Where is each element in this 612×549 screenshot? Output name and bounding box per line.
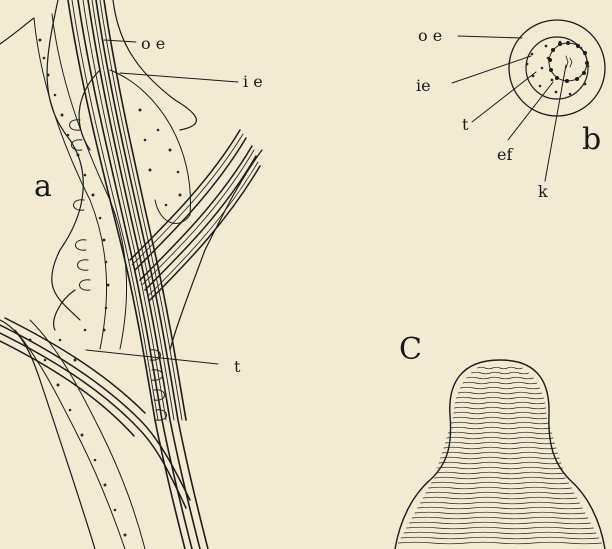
panel-b-label-t: t — [462, 115, 469, 134]
panel-c-fibre — [454, 412, 546, 414]
panel-b-label-ie: ie — [416, 76, 431, 95]
panel-a-drawing — [0, 0, 262, 549]
panel-c-fibre — [415, 512, 585, 514]
panel-b-label-oe: o e — [418, 26, 442, 45]
panel-c-fibre — [478, 367, 523, 369]
panel-c-fibre — [420, 502, 579, 504]
panel-c-fibre — [454, 407, 545, 409]
panel-c-fibre — [453, 417, 547, 419]
panel-b-label-ef: ef — [497, 145, 513, 164]
panel-b-letter: b — [582, 122, 601, 157]
panel-c-fibre — [460, 387, 539, 389]
panel-c-fibre — [404, 532, 596, 534]
panel-c-fibre — [439, 462, 561, 464]
panel-a-label-oe: o e — [141, 34, 165, 53]
panel-c-fibre — [431, 482, 568, 484]
panel-c-fibre — [418, 507, 583, 509]
panel-c-fibre — [444, 447, 556, 449]
panel-c-fibre — [452, 422, 549, 424]
panel-c-fibre — [456, 397, 543, 399]
panel-c-fibre — [463, 382, 537, 384]
panel-c-fibre — [401, 537, 599, 539]
panel-c-fibre — [447, 437, 553, 439]
panel-c-fibre — [426, 492, 574, 494]
panel-c-fibre — [412, 517, 588, 519]
panel-a-letter: a — [34, 169, 52, 204]
panel-a-label-t: t — [234, 357, 241, 376]
panel-c-fibre — [438, 467, 563, 469]
panel-c-fibre — [435, 477, 566, 479]
panel-c-fibre — [436, 472, 564, 474]
panel-c-fibre — [442, 452, 558, 454]
panel-c-fibre — [467, 377, 534, 379]
panel-c-fibre — [429, 487, 572, 489]
panel-c-letter: C — [399, 332, 422, 367]
panel-a-label-ie: i e — [243, 72, 263, 91]
panel-c-fibre — [409, 522, 590, 524]
panel-c-fibre — [445, 442, 554, 444]
panel-c-fibre — [423, 497, 577, 499]
panel-c-fibre — [455, 402, 545, 404]
panel-c-fibre — [398, 542, 601, 544]
panel-c-fibre — [471, 372, 528, 374]
panel-c-fibre — [458, 392, 542, 394]
panel-c-fibre — [407, 527, 594, 529]
panel-c-drawing — [395, 360, 605, 549]
panel-c-fibre — [441, 457, 560, 459]
panel-b-label-k: k — [538, 182, 548, 201]
panel-c-fibre — [448, 432, 551, 434]
panel-c-fibre — [450, 427, 550, 429]
